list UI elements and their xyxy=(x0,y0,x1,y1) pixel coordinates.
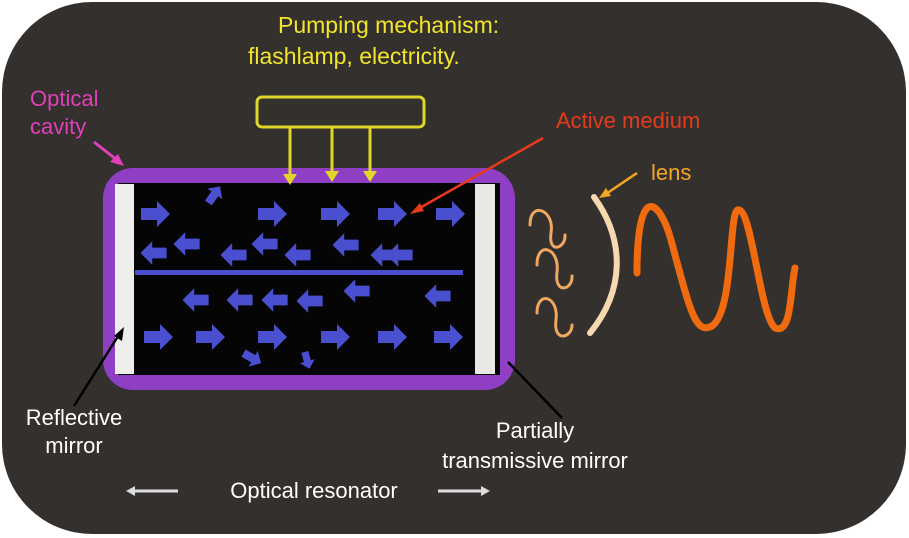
photon-arrow xyxy=(196,324,225,350)
photon-arrow xyxy=(144,324,173,350)
photon-arrow xyxy=(241,349,262,367)
lens-pointer xyxy=(599,171,638,198)
reflective-mirror-pointer xyxy=(72,332,122,407)
photon-arrow xyxy=(284,243,311,267)
resonator-arrow-left xyxy=(126,486,178,496)
photon-arrow xyxy=(182,288,209,312)
lens xyxy=(587,194,620,336)
optical-axis xyxy=(135,270,463,275)
lens-label: lens xyxy=(651,160,692,185)
photon-arrow xyxy=(332,233,359,257)
reflective-mirror-label-line1: Reflective xyxy=(25,405,123,430)
photon-arrow xyxy=(378,324,407,350)
reflective-mirror xyxy=(115,184,134,374)
optical-resonator-label: Optical resonator xyxy=(230,478,398,503)
resonator-arrow-right xyxy=(438,486,490,496)
partial-mirror-label-line2: transmissive mirror xyxy=(442,448,628,473)
optical-cavity-pointer xyxy=(93,140,124,166)
photon-arrow xyxy=(140,241,167,265)
active-medium-label: Active medium xyxy=(556,108,701,133)
photon-arrow xyxy=(321,201,350,227)
photon-arrow xyxy=(434,324,463,350)
photon-arrow xyxy=(258,324,287,350)
pumping-label-line2: flashlamp, electricity. xyxy=(248,43,460,69)
photon-arrow xyxy=(173,232,200,256)
photon-arrow xyxy=(424,284,451,308)
photon-arrow xyxy=(296,289,323,313)
photon-arrow xyxy=(343,279,370,303)
photon-arrow xyxy=(258,201,287,227)
pump-source xyxy=(255,95,426,129)
photon-arrow xyxy=(226,288,253,312)
photon-arrow xyxy=(386,243,413,267)
photon-arrow xyxy=(436,201,465,227)
small-waves xyxy=(528,208,574,338)
pumping-label-line1: Pumping mechanism: xyxy=(278,12,500,38)
photon-arrow xyxy=(251,232,278,256)
photon-arrow xyxy=(321,324,350,350)
optical-cavity-label-line2: cavity xyxy=(30,114,87,139)
photon-arrow xyxy=(378,201,407,227)
photon-arrow xyxy=(370,243,397,267)
reflective-mirror-label-line2: mirror xyxy=(45,433,103,458)
photon-arrow xyxy=(299,350,315,369)
partial-mirror-label-line1: Partially xyxy=(495,418,575,443)
partially-transmissive-mirror xyxy=(475,184,495,374)
output-wave xyxy=(633,203,799,333)
photon-arrow xyxy=(141,201,170,227)
partial-mirror-pointer xyxy=(507,361,563,419)
active-medium-pointer xyxy=(410,136,544,214)
photon-arrow xyxy=(261,288,288,312)
photon-arrow xyxy=(220,243,247,267)
pump-arrows xyxy=(283,127,377,185)
photon-arrow xyxy=(204,186,223,206)
optical-cavity-label-line1: Optical xyxy=(30,86,99,111)
